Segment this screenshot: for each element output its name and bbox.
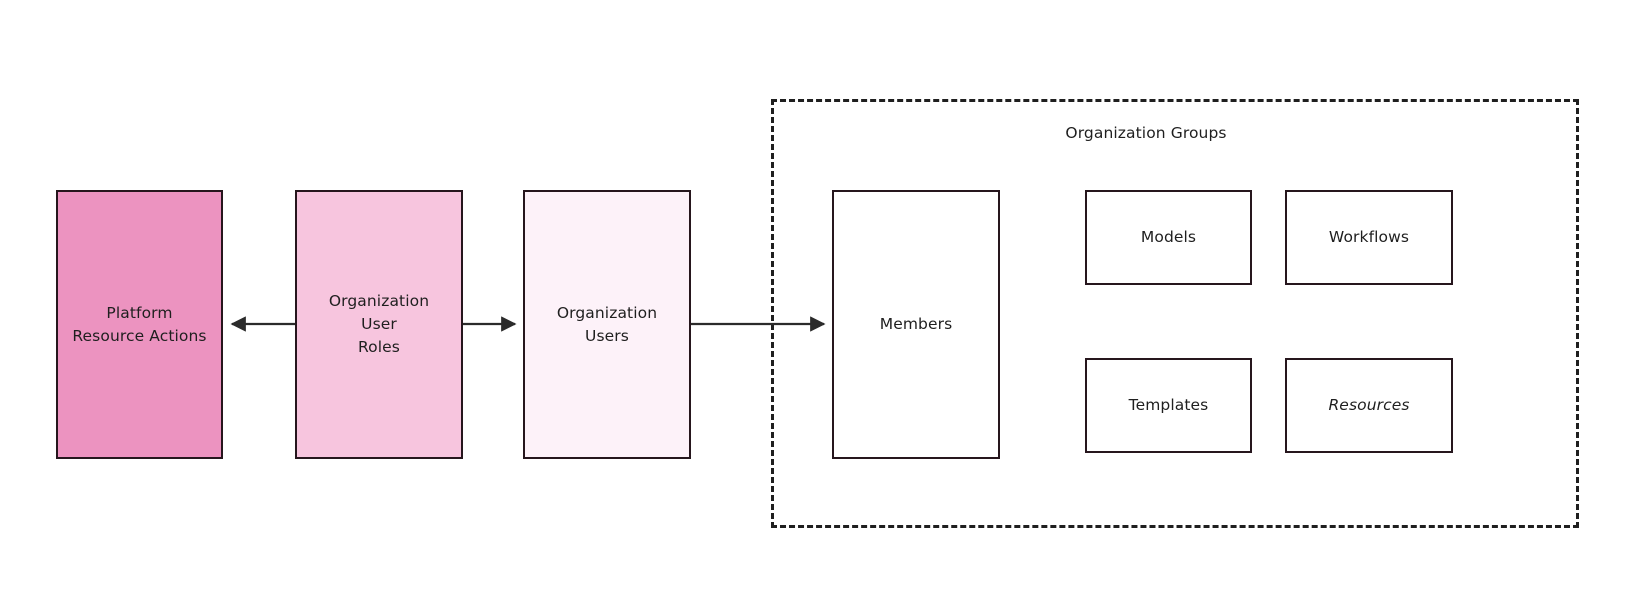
node-members-label: Members bbox=[879, 315, 953, 334]
node-resources[interactable]: Resources bbox=[1285, 358, 1453, 453]
node-organization-user-roles-label: Organization User Roles bbox=[328, 292, 430, 356]
organization-groups-container bbox=[771, 99, 1579, 528]
node-templates[interactable]: Templates bbox=[1085, 358, 1252, 453]
node-resources-label: Resources bbox=[1328, 396, 1410, 415]
node-templates-label: Templates bbox=[1128, 396, 1209, 415]
node-organization-users[interactable]: Organization Users bbox=[523, 190, 691, 459]
node-platform-resource-actions[interactable]: Platform Resource Actions bbox=[56, 190, 223, 459]
node-models[interactable]: Models bbox=[1085, 190, 1252, 285]
node-organization-user-roles[interactable]: Organization User Roles bbox=[295, 190, 463, 459]
organization-groups-title: Organization Groups bbox=[1065, 124, 1227, 142]
node-workflows[interactable]: Workflows bbox=[1285, 190, 1453, 285]
node-models-label: Models bbox=[1140, 228, 1197, 247]
node-organization-users-label: Organization Users bbox=[556, 303, 658, 345]
node-platform-resource-actions-label: Platform Resource Actions bbox=[72, 303, 207, 345]
node-workflows-label: Workflows bbox=[1328, 228, 1410, 247]
node-members[interactable]: Members bbox=[832, 190, 1000, 459]
